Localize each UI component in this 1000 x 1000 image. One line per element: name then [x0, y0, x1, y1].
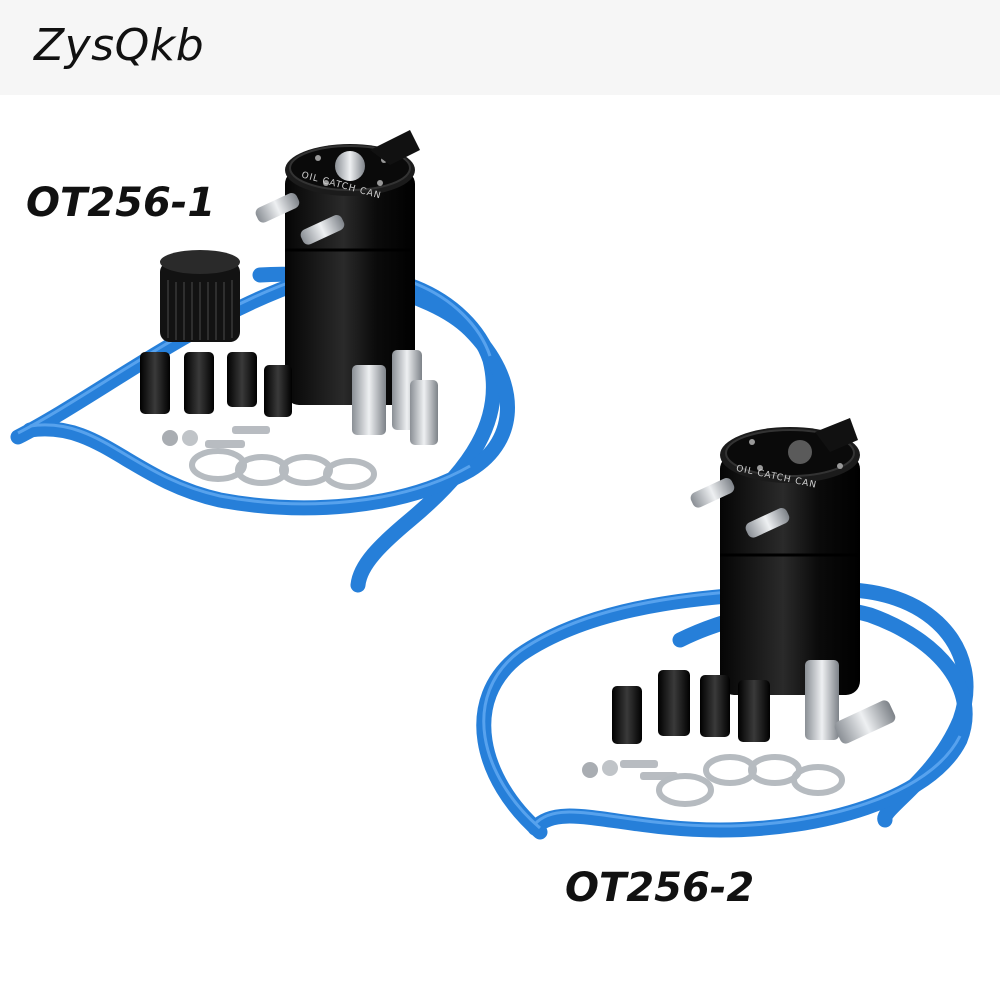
oil-catch-can-2: OIL CATCH CAN	[690, 418, 860, 695]
black-an-fittings-1	[140, 352, 292, 417]
product-code-1: OT256-1	[26, 180, 216, 226]
hose-clamps-2	[656, 754, 845, 807]
brand-logo-text: ZysQkb	[34, 20, 205, 71]
hardware-1	[162, 426, 270, 448]
black-an-fittings-2	[612, 670, 770, 744]
header-band	[0, 0, 1000, 95]
silver-fittings-2	[805, 660, 896, 744]
breather-filter-1	[160, 250, 240, 342]
oil-catch-can-1: OIL CATCH CAN	[255, 130, 420, 405]
kit-ot256-1: OIL CATCH CAN	[10, 130, 515, 593]
kit-ot256-2: OIL CATCH CAN	[476, 418, 974, 840]
silver-fittings-1	[352, 350, 438, 445]
product-code-2: OT256-2	[565, 865, 755, 911]
hardware-2	[582, 760, 678, 780]
hose-clamps-1	[189, 448, 377, 490]
